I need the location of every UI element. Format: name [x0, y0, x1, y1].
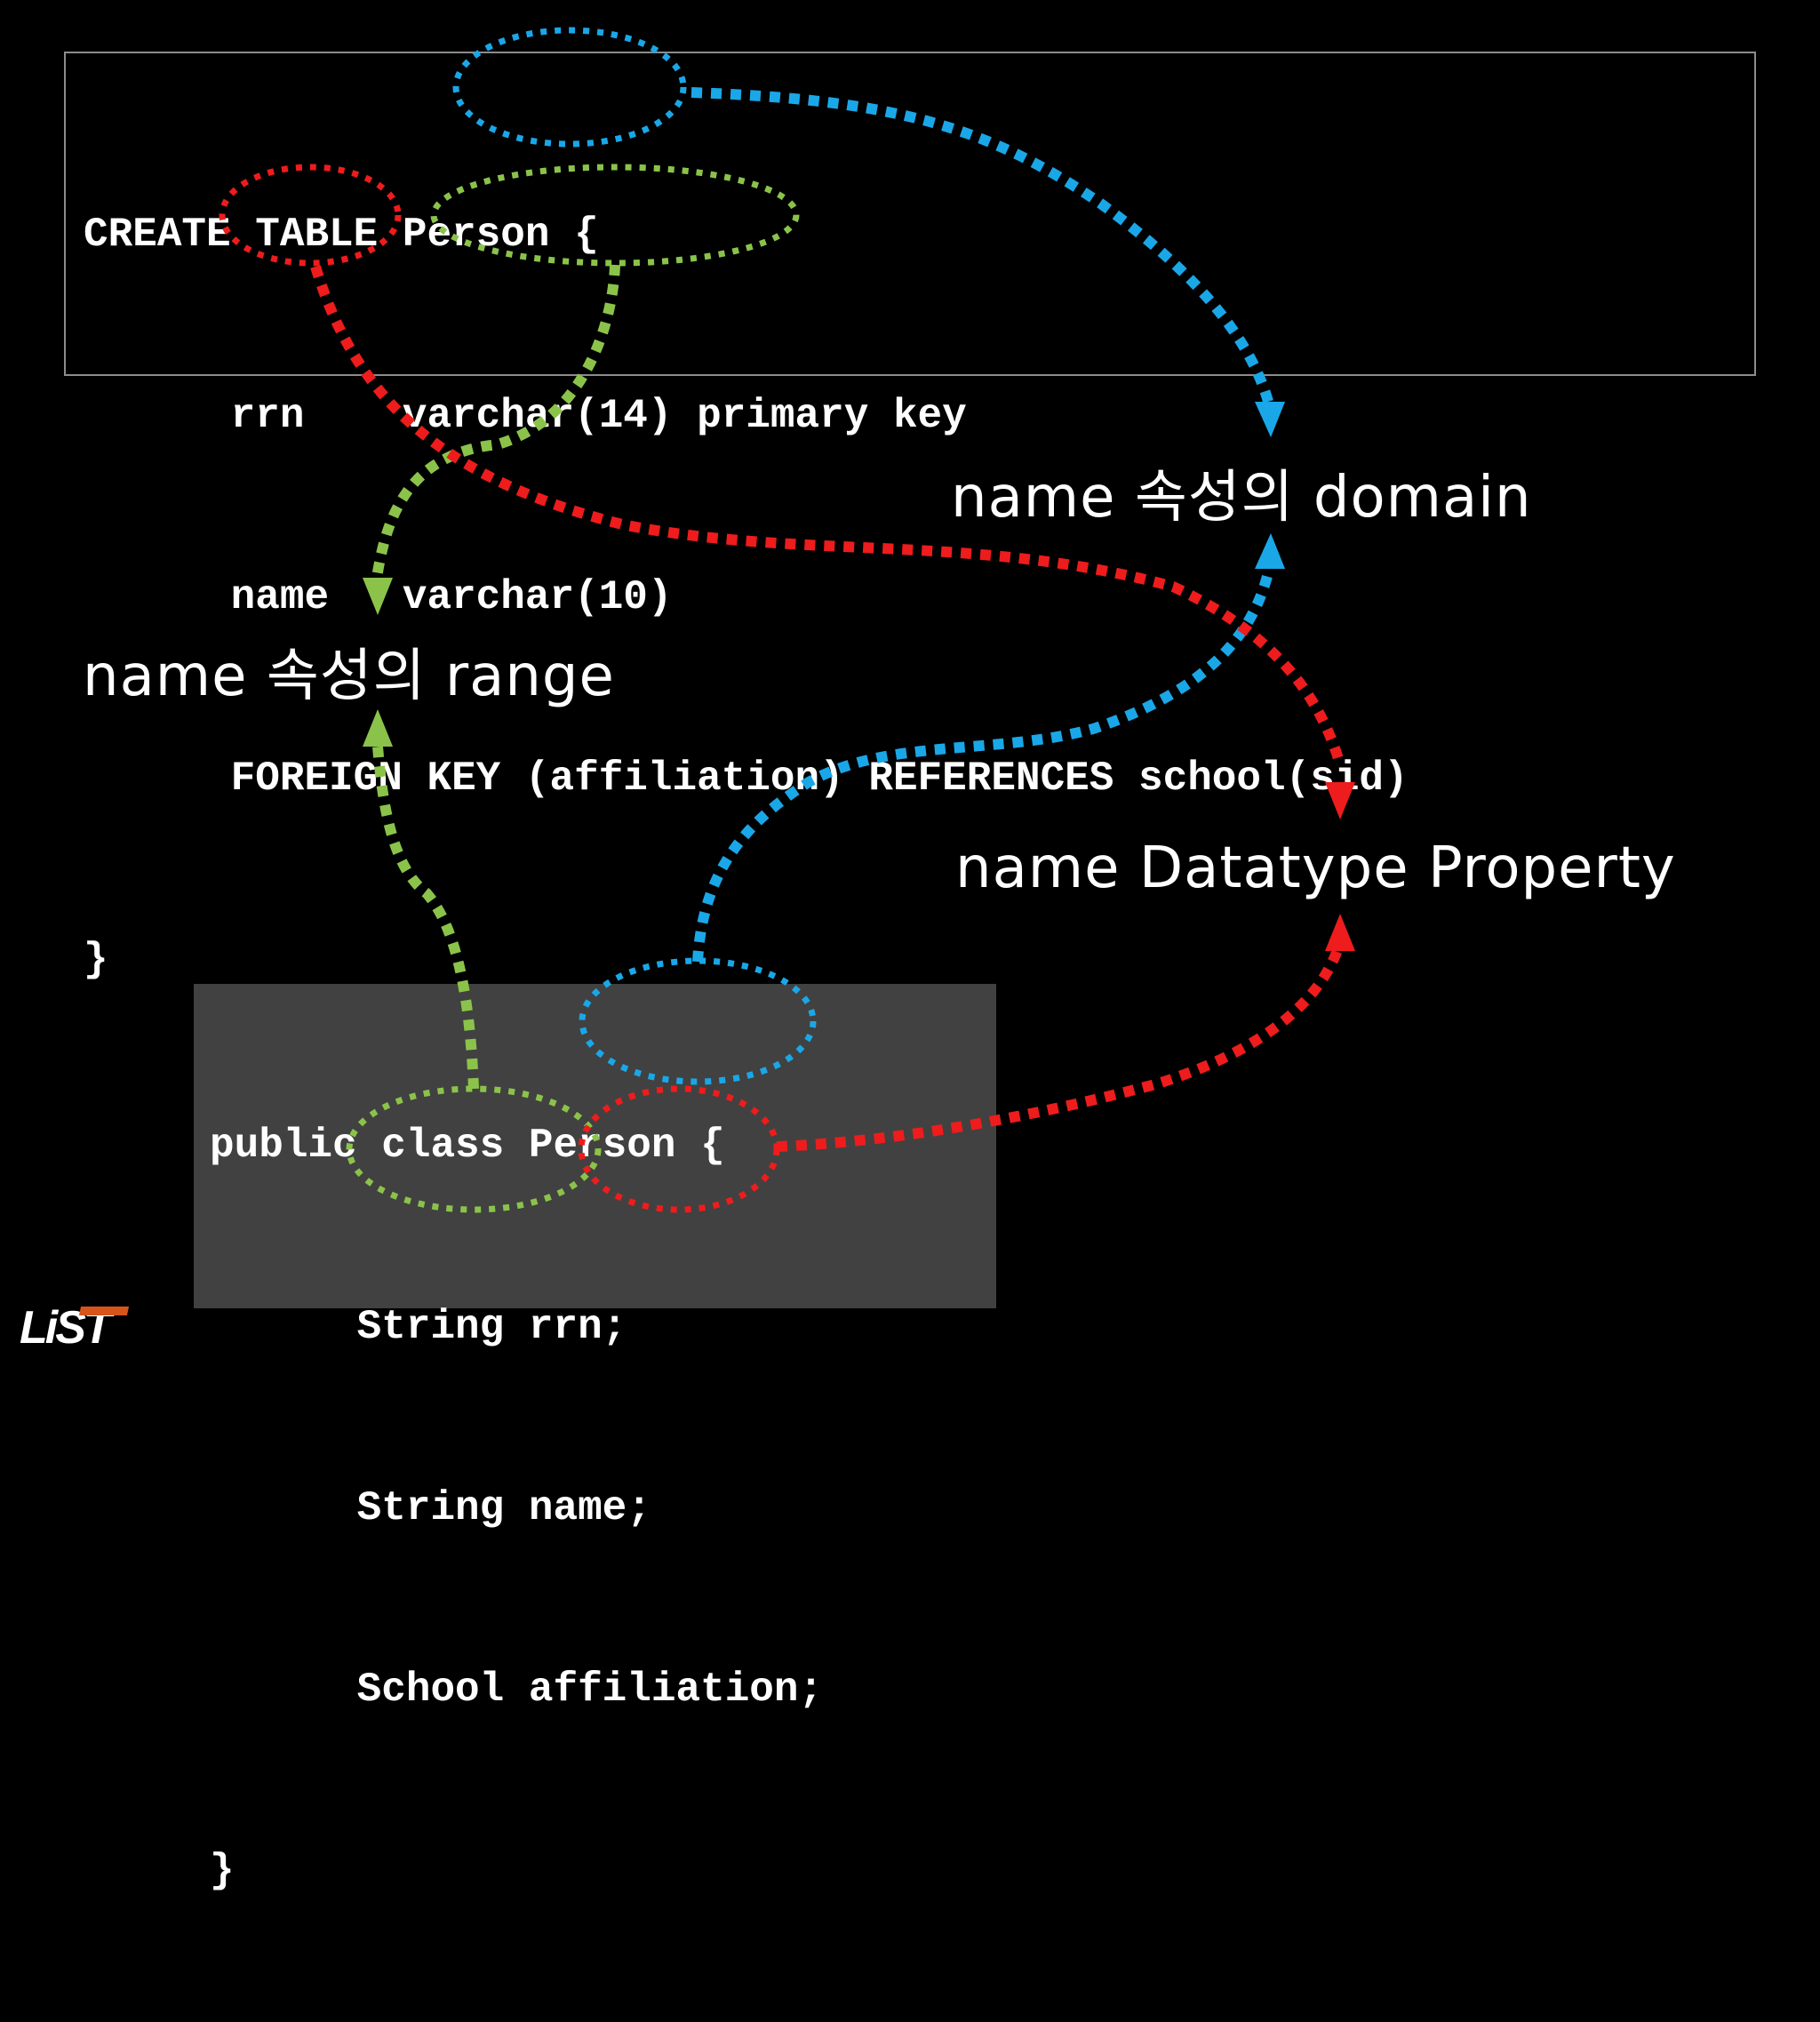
java-to-range-arrow: [372, 746, 479, 1090]
sql-to-domain-arrow: [690, 87, 1274, 406]
annotation-overlay: [219, 27, 1355, 1213]
sql-to-property-arrowhead: [1325, 782, 1355, 819]
sql-code-box: CREATE TABLE Person { rrn varchar(14) pr…: [64, 52, 1756, 983]
java-line-affiliation: School affiliation;: [210, 1666, 824, 1713]
java-to-domain-arrow: [692, 567, 1274, 963]
property-annotations: [219, 164, 1355, 1213]
sql-to-property-arrow: [310, 265, 1345, 766]
java-to-property-arrow: [776, 940, 1345, 1152]
sql-name-ellipse: [219, 164, 402, 267]
java-line-name: String name;: [210, 1485, 651, 1531]
sql-code: CREATE TABLE Person { rrn varchar(14) pr…: [84, 84, 1409, 1111]
sql-line-rrn: rrn varchar(14) primary key: [84, 393, 967, 439]
range-annotations: [346, 164, 800, 1213]
sql-line-create: CREATE TABLE Person {: [84, 212, 599, 258]
java-line-close: }: [210, 1848, 235, 1894]
range-label: name 속성의 range: [83, 643, 615, 709]
domain-label: name 속성의 domain: [951, 465, 1532, 531]
java-to-property-arrowhead: [1325, 914, 1355, 951]
sql-line-foreign-key: FOREIGN KEY (affiliation) REFERENCES sch…: [84, 755, 1409, 802]
sql-line-name: name varchar(10): [230, 574, 673, 620]
java-to-domain-arrowhead: [1255, 533, 1285, 569]
datatype-property-label: name Datatype Property: [955, 835, 1676, 901]
java-line-rrn: String rrn;: [210, 1304, 627, 1350]
java-person-ellipse: [579, 957, 817, 1085]
sql-line-close: }: [84, 937, 108, 983]
sql-person-ellipse: [452, 27, 687, 148]
java-name-ellipse: [578, 1085, 780, 1213]
sql-to-range-arrow: [371, 264, 620, 579]
java-string-ellipse: [346, 1085, 602, 1213]
list-logo: LiST: [20, 1303, 130, 1353]
java-to-range-arrowhead: [363, 709, 393, 747]
sql-to-range-arrowhead: [363, 578, 393, 615]
java-line-class: public class Person {: [210, 1123, 725, 1169]
domain-annotations: [452, 27, 1285, 1085]
sql-varchar-ellipse: [430, 164, 800, 267]
sql-to-domain-arrowhead: [1255, 402, 1285, 437]
logo-accent-bar: [78, 1307, 130, 1315]
